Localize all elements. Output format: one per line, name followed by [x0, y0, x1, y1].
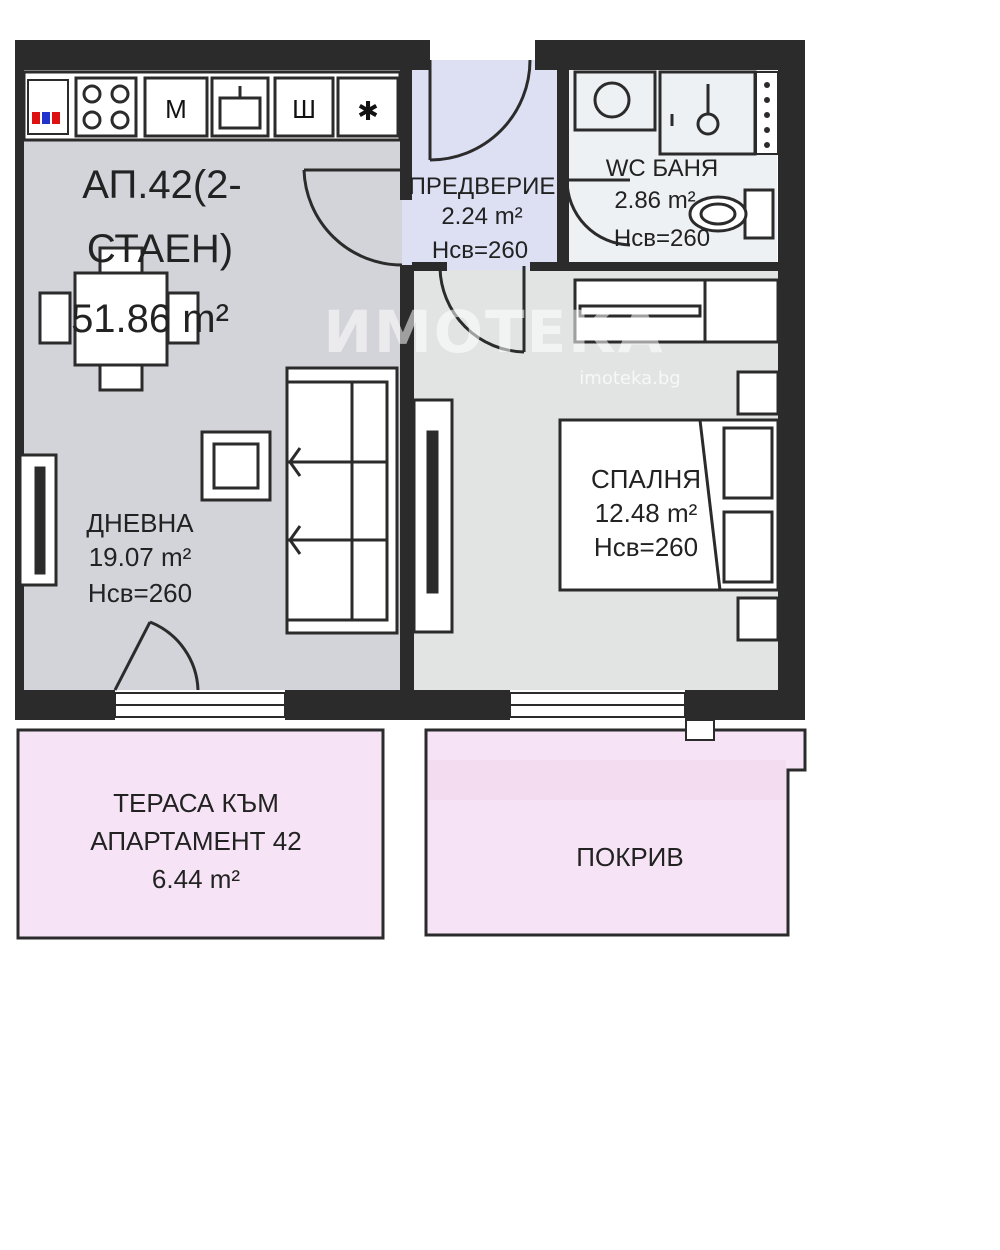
sofa-icon [285, 366, 399, 635]
terrace-door-icon [113, 620, 200, 691]
bedroom-door-icon [438, 266, 526, 354]
hall-name: ПРЕДВЕРИЕ [409, 173, 556, 200]
hall-height: Нсв=260 [432, 237, 528, 264]
bedroom-height: Нсв=260 [594, 532, 698, 562]
bath-door-icon [565, 178, 631, 247]
washer-icon [143, 76, 209, 138]
washer-label: M [165, 94, 187, 124]
living-room-area: 19.07 m² [89, 542, 192, 572]
bath-height: Нсв=260 [614, 225, 710, 252]
bath-floor [567, 70, 777, 265]
dishwasher-icon [273, 76, 335, 138]
fridge-label: ✱ [357, 96, 379, 126]
terrace-area: 6.44 m² [152, 864, 240, 894]
wardrobe-icon [573, 278, 780, 344]
roof-name: ПОКРИВ [576, 842, 683, 872]
tv-cabinet-icon [18, 453, 58, 587]
apartment-title-line2: СТАЕН) [87, 227, 233, 271]
bed-icon [558, 370, 780, 642]
terrace-line1: ТЕРАСА КЪМ [113, 788, 279, 818]
towel-rail-pattern [764, 82, 770, 148]
toilet-icon [688, 188, 775, 240]
dishwasher-label: Ш [292, 94, 316, 124]
fridge-icon [336, 76, 400, 138]
kitchen-sink-icon [210, 76, 270, 138]
bedroom-name: СПАЛНЯ [591, 464, 701, 494]
apartment-area: 51.86 m² [71, 297, 229, 341]
watermark-brand: ИМОТЕКА [323, 298, 664, 366]
living-room-height: Нсв=260 [88, 578, 192, 608]
roof-band [428, 760, 786, 800]
hall-door-icon [302, 168, 403, 267]
terrace-floor [16, 728, 385, 940]
bath-name: WC БАНЯ [606, 155, 719, 182]
washbasin-icon [573, 70, 657, 132]
hall-area: 2.24 m² [441, 203, 522, 230]
terrace-line2: АПАРТАМЕНТ 42 [90, 826, 301, 856]
bedroom-tv-icon [412, 398, 454, 634]
living-room-name: ДНЕВНА [86, 508, 194, 538]
watermark-site: imoteka.bg [579, 368, 680, 389]
coffee-table-icon [200, 430, 272, 502]
walls [15, 40, 805, 720]
entry-door-icon [428, 59, 532, 162]
bath-area: 2.86 m² [614, 187, 695, 214]
bedroom-area: 12.48 m² [595, 498, 698, 528]
cooktop-icon [74, 76, 138, 138]
apartment-title-line1: АП.42(2- [82, 163, 241, 207]
dining-table-icon [38, 246, 200, 392]
